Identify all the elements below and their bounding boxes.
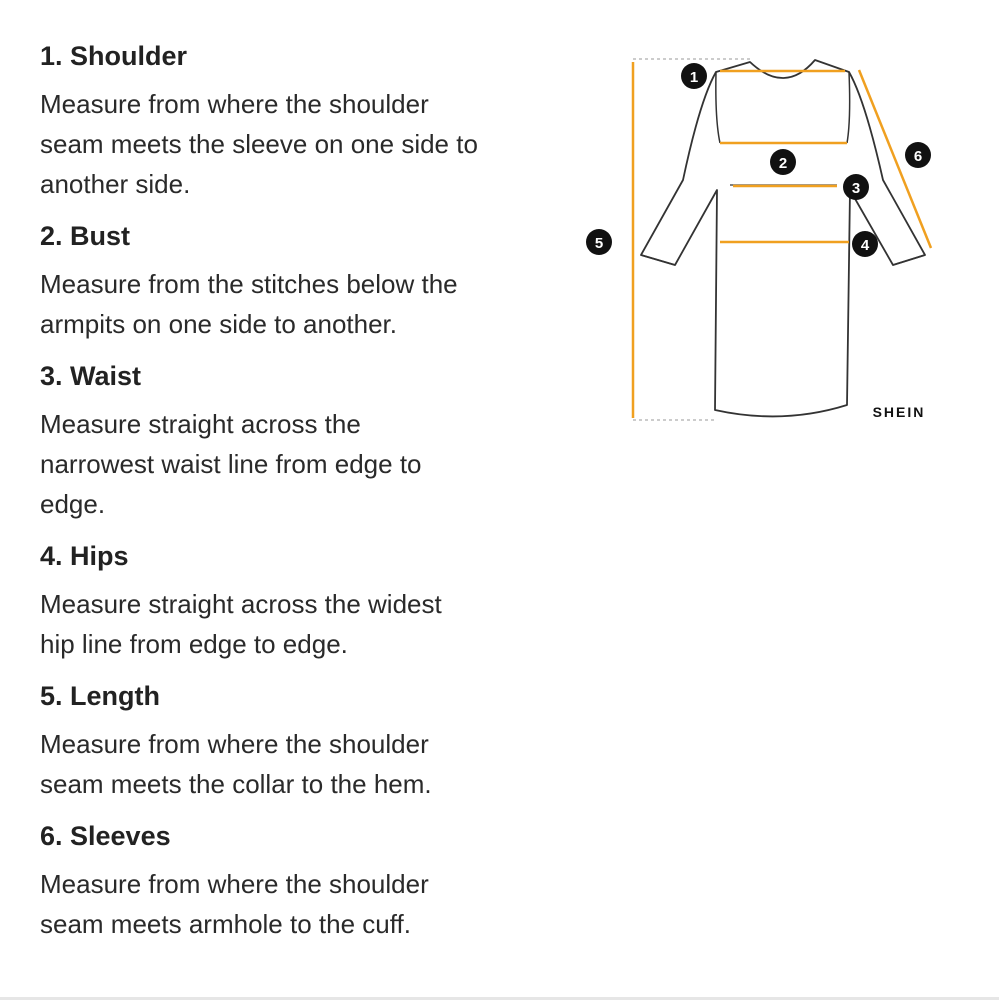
guide-desc-waist: Measure straight across the narrowest wa…: [40, 409, 422, 519]
guide-desc-sleeves: Measure from where the shoulder seam mee…: [40, 869, 429, 939]
guide-title-waist: 3. Waist: [40, 361, 142, 391]
marker-1: 1: [681, 63, 707, 89]
sleeve-measure-line: [857, 69, 933, 249]
guide-title-shoulder: 1. Shoulder: [40, 41, 188, 71]
guide-item-bust: 2. Bust Measure from the stitches below …: [40, 218, 560, 344]
marker-1-label: 1: [690, 69, 698, 86]
guide-item-waist: 3. Waist Measure straight across the nar…: [40, 358, 560, 524]
left-armhole-seam: [715, 71, 721, 144]
marker-3: 3: [843, 174, 869, 200]
bottom-divider: [0, 997, 999, 1000]
shein-logo: SHEIN: [873, 404, 926, 420]
marker-5-label: 5: [595, 235, 603, 252]
measurement-guide-list: 1. Shoulder Measure from where the shoul…: [40, 38, 560, 958]
guide-desc-length: Measure from where the shoulder seam mee…: [40, 729, 432, 799]
dress-diagram-svg: 1 2 3 4 5 6 SHEIN: [586, 58, 933, 421]
right-cuff: [892, 254, 926, 266]
guide-title-length: 5. Length: [40, 681, 160, 711]
guide-title-sleeves: 6. Sleeves: [40, 821, 171, 851]
marker-2-label: 2: [779, 155, 787, 172]
guide-desc-bust: Measure from the stitches below the armp…: [40, 269, 458, 339]
marker-4: 4: [852, 231, 878, 257]
dress-outline: [640, 59, 926, 418]
guide-title-bust: 2. Bust: [40, 221, 131, 251]
marker-4-label: 4: [861, 237, 870, 254]
marker-6-label: 6: [914, 148, 922, 165]
left-cuff: [640, 254, 676, 266]
guide-item-sleeves: 6. Sleeves Measure from where the should…: [40, 818, 560, 944]
guide-item-hips: 4. Hips Measure straight across the wide…: [40, 538, 560, 664]
marker-6: 6: [905, 142, 931, 168]
right-armhole-seam: [846, 71, 851, 144]
marker-3-label: 3: [852, 180, 860, 197]
guide-item-length: 5. Length Measure from where the shoulde…: [40, 678, 560, 804]
guide-desc-hips: Measure straight across the widest hip l…: [40, 589, 442, 659]
marker-5: 5: [586, 229, 612, 255]
dress-measurement-diagram: 1 2 3 4 5 6 SHEIN: [565, 40, 955, 440]
guide-item-shoulder: 1. Shoulder Measure from where the shoul…: [40, 38, 560, 204]
guide-desc-shoulder: Measure from where the shoulder seam mee…: [40, 89, 478, 199]
guide-title-hips: 4. Hips: [40, 541, 129, 571]
marker-2: 2: [770, 149, 796, 175]
